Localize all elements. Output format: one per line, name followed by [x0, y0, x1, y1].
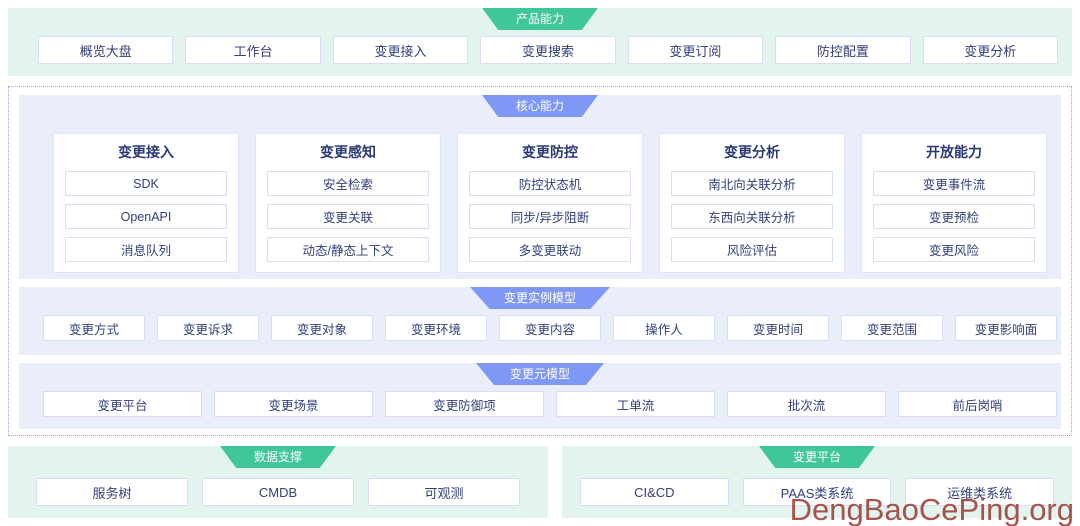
- core-card-title: 变更分析: [724, 144, 780, 160]
- core-card-title: 开放能力: [926, 144, 982, 160]
- data-support-item[interactable]: CMDB: [202, 478, 354, 506]
- core-card-change-prevention: 变更防控 防控状态机 同步/异步阻断 多变更联动: [457, 133, 643, 273]
- core-capability-section: 核心能力 变更接入 SDK OpenAPI 消息队列 变更感知 安全检索 变更关…: [19, 95, 1061, 279]
- change-platform-ribbon: 变更平台: [758, 446, 876, 468]
- data-support-items: 服务树 CMDB 可观测: [36, 478, 520, 506]
- product-item[interactable]: 工作台: [185, 36, 321, 64]
- product-item[interactable]: 变更接入: [332, 36, 469, 64]
- core-card-item[interactable]: 风险评估: [671, 237, 833, 263]
- instance-model-item[interactable]: 操作人: [613, 315, 715, 341]
- data-support-section: 数据支撑 服务树 CMDB 可观测: [8, 446, 548, 518]
- instance-model-item[interactable]: 变更诉求: [157, 315, 259, 341]
- instance-model-item[interactable]: 变更内容: [499, 315, 601, 341]
- core-card-change-access: 变更接入 SDK OpenAPI 消息队列: [53, 133, 239, 273]
- meta-model-ribbon: 变更元模型: [475, 363, 605, 385]
- product-item[interactable]: 变更订阅: [627, 36, 764, 64]
- meta-model-section: 变更元模型 变更平台 变更场景 变更防御项 工单流 批次流 前后岗哨: [19, 363, 1061, 429]
- instance-model-ribbon: 变更实例模型: [469, 287, 611, 309]
- meta-model-item[interactable]: 前后岗哨: [898, 391, 1057, 417]
- core-card-item[interactable]: 南北向关联分析: [671, 171, 833, 197]
- meta-model-item[interactable]: 变更防御项: [385, 391, 544, 417]
- watermark-text: DengBaoCePing.org: [789, 492, 1074, 526]
- instance-model-item[interactable]: 变更时间: [727, 315, 829, 341]
- core-capability-ribbon: 核心能力: [481, 95, 599, 117]
- change-platform-item[interactable]: 运维类系统: [905, 478, 1055, 506]
- meta-model-item[interactable]: 批次流: [727, 391, 886, 417]
- change-platform-item[interactable]: PAAS类系统: [742, 478, 892, 506]
- core-card-item[interactable]: 东西向关联分析: [671, 204, 833, 230]
- change-platform-item[interactable]: CI&CD: [580, 478, 729, 506]
- product-item[interactable]: 变更搜索: [480, 36, 616, 64]
- instance-model-section: 变更实例模型 变更方式 变更诉求 变更对象 变更环境 变更内容 操作人 变更时间…: [19, 287, 1061, 355]
- product-item[interactable]: 变更分析: [922, 36, 1058, 64]
- meta-model-item[interactable]: 变更平台: [43, 391, 202, 417]
- product-item[interactable]: 概览大盘: [38, 36, 174, 64]
- instance-model-item[interactable]: 变更方式: [43, 315, 145, 341]
- data-support-item[interactable]: 可观测: [368, 478, 520, 506]
- instance-model-items: 变更方式 变更诉求 变更对象 变更环境 变更内容 操作人 变更时间 变更范围 变…: [43, 315, 1057, 341]
- product-capability-section: 产品能力 概览大盘 工作台 变更接入 变更搜索 变更订阅 防控配置 变更分析: [8, 8, 1072, 76]
- core-card-change-analysis: 变更分析 南北向关联分析 东西向关联分析 风险评估: [659, 133, 845, 273]
- data-support-item[interactable]: 服务树: [36, 478, 188, 506]
- product-capability-ribbon: 产品能力: [481, 8, 599, 30]
- product-item[interactable]: 防控配置: [775, 36, 911, 64]
- core-card-title: 变更防控: [522, 144, 578, 160]
- meta-model-item[interactable]: 变更场景: [214, 391, 373, 417]
- core-card-title: 变更感知: [320, 144, 376, 160]
- core-card-change-perception: 变更感知 安全检索 变更关联 动态/静态上下文: [255, 133, 441, 273]
- core-card-title: 变更接入: [118, 144, 174, 160]
- core-card-open-capability: 开放能力 变更事件流 变更预检 变更风险: [861, 133, 1047, 273]
- instance-model-item[interactable]: 变更影响面: [955, 315, 1057, 341]
- instance-model-item[interactable]: 变更环境: [385, 315, 487, 341]
- core-card-item[interactable]: 变更风险: [873, 237, 1035, 263]
- change-platform-items: CI&CD PAAS类系统 运维类系统: [580, 478, 1055, 506]
- core-card-item[interactable]: OpenAPI: [65, 204, 227, 230]
- core-card-item[interactable]: 变更关联: [267, 204, 429, 230]
- product-capability-items: 概览大盘 工作台 变更接入 变更搜索 变更订阅 防控配置 变更分析: [38, 36, 1058, 64]
- platform-capability-container: 核心能力 变更接入 SDK OpenAPI 消息队列 变更感知 安全检索 变更关…: [8, 86, 1072, 436]
- data-support-ribbon: 数据支撑: [219, 446, 337, 468]
- core-card-item[interactable]: 同步/异步阻断: [469, 204, 631, 230]
- change-platform-section: 变更平台 CI&CD PAAS类系统 运维类系统: [562, 446, 1072, 518]
- instance-model-item[interactable]: 变更对象: [271, 315, 373, 341]
- core-card-item[interactable]: 多变更联动: [469, 237, 631, 263]
- core-card-item[interactable]: 变更事件流: [873, 171, 1035, 197]
- meta-model-item[interactable]: 工单流: [556, 391, 715, 417]
- core-card-item[interactable]: 消息队列: [65, 237, 227, 263]
- core-card-item[interactable]: 安全检索: [267, 171, 429, 197]
- core-card-item[interactable]: SDK: [65, 171, 227, 197]
- core-card-item[interactable]: 动态/静态上下文: [267, 237, 429, 263]
- core-capability-cards: 变更接入 SDK OpenAPI 消息队列 变更感知 安全检索 变更关联 动态/…: [53, 133, 1047, 273]
- core-card-item[interactable]: 变更预检: [873, 204, 1035, 230]
- instance-model-item[interactable]: 变更范围: [841, 315, 943, 341]
- core-card-item[interactable]: 防控状态机: [469, 171, 631, 197]
- meta-model-items: 变更平台 变更场景 变更防御项 工单流 批次流 前后岗哨: [43, 391, 1057, 417]
